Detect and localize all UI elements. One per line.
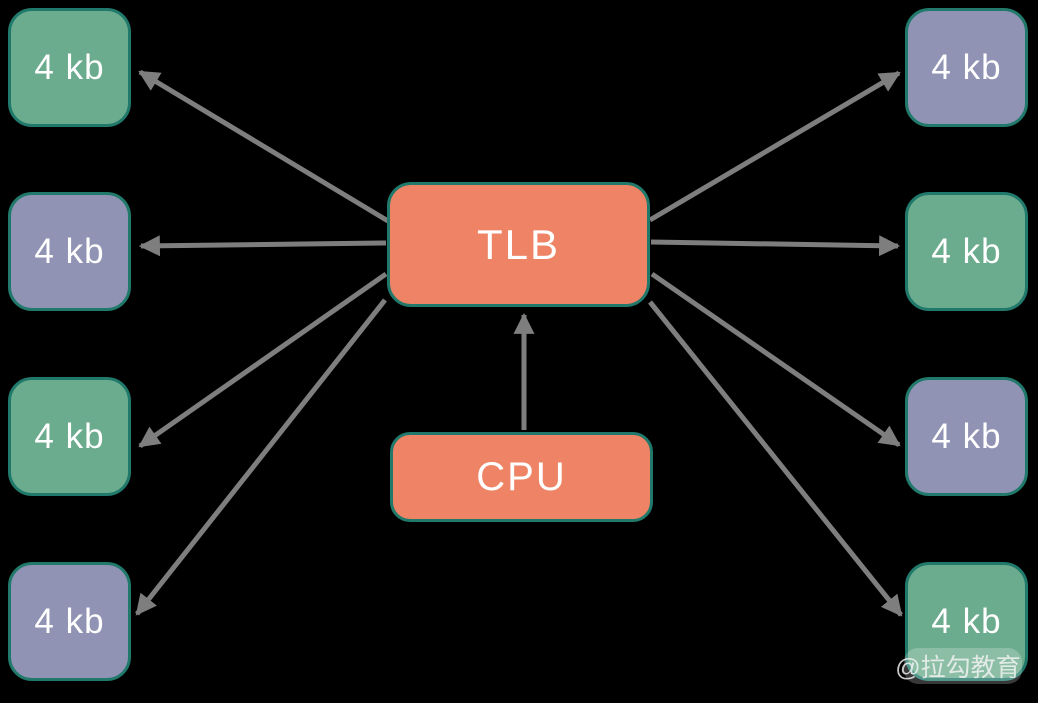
page-label: 4 kb [34, 416, 105, 456]
page-box-left-3: 4 kb [8, 377, 131, 496]
page-label: 4 kb [931, 416, 1002, 456]
page-box-right-3: 4 kb [905, 377, 1028, 496]
page-label: 4 kb [931, 47, 1002, 87]
page-label: 4 kb [931, 601, 1002, 641]
page-label: 4 kb [34, 601, 105, 641]
arrow-tlb-to-page-right-3 [650, 271, 901, 448]
arrow-tlb-to-page-right-4 [648, 300, 903, 617]
page-box-left-2: 4 kb [8, 192, 131, 311]
page-label: 4 kb [34, 231, 105, 271]
tlb-node: TLB [387, 182, 650, 307]
arrow-tlb-to-page-left-4 [135, 298, 387, 616]
page-box-right-4: 4 kb [905, 562, 1028, 681]
arrow-tlb-to-page-left-1 [138, 69, 390, 224]
page-box-right-2: 4 kb [905, 192, 1028, 311]
page-box-left-1: 4 kb [8, 8, 131, 127]
page-label: 4 kb [931, 231, 1002, 271]
cpu-node: CPU [390, 432, 653, 522]
page-label: 4 kb [34, 47, 105, 87]
watermark-pill [904, 648, 1022, 684]
cpu-label: CPU [476, 454, 567, 499]
arrow-tlb-to-page-right-2 [650, 235, 901, 257]
watermark: @拉勾教育 [892, 646, 1024, 686]
tlb-label: TLB [476, 220, 561, 268]
arrow-tlb-to-page-left-2 [138, 235, 387, 257]
arrow-tlb-to-page-left-3 [138, 271, 388, 449]
page-box-right-1: 4 kb [905, 8, 1028, 127]
arrow-tlb-to-page-right-1 [648, 70, 901, 223]
page-box-left-4: 4 kb [8, 562, 131, 681]
watermark-text: @拉勾教育 [895, 654, 1021, 682]
